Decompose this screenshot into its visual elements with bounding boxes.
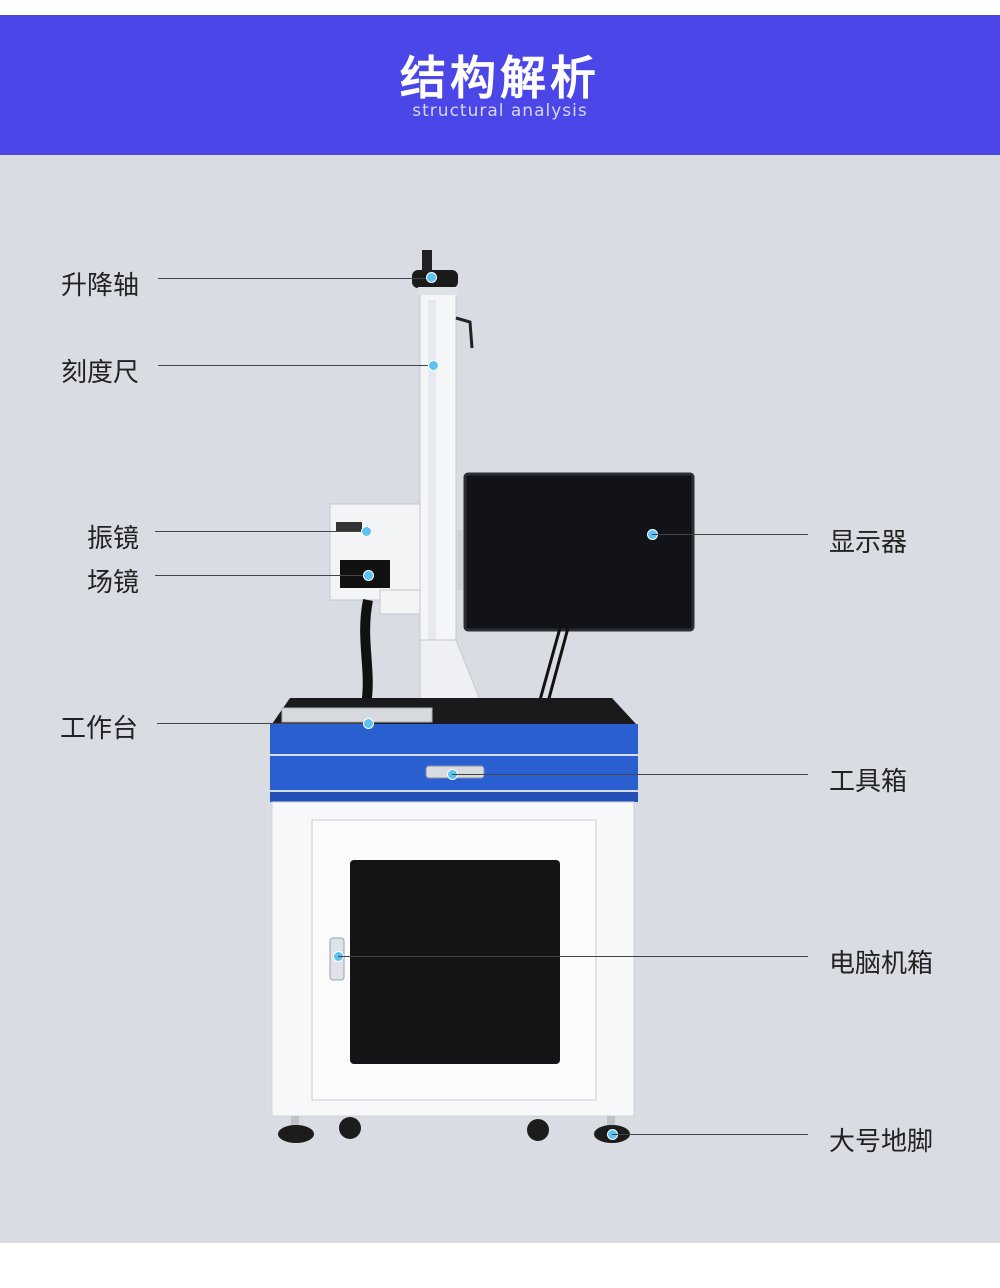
marker-dot-icon <box>363 570 374 581</box>
label-lift-shaft: 升降轴 <box>61 271 140 301</box>
galvo-arm <box>379 589 421 615</box>
column-base <box>419 639 481 701</box>
right-wheel <box>527 1119 549 1141</box>
galvo-cable <box>360 599 373 706</box>
section-title: 结构解析 <box>400 51 600 105</box>
label-worktable: 工作台 <box>60 714 139 744</box>
label-galvo: 振镜 <box>87 524 140 554</box>
leader-computer-case <box>338 956 808 957</box>
monitor <box>463 472 695 632</box>
lower-blue-band <box>270 792 638 802</box>
marker-dot-icon <box>428 360 439 371</box>
label-toolbox: 工具箱 <box>829 767 908 797</box>
marker-dot-icon <box>426 272 437 283</box>
handle <box>455 316 474 349</box>
left-foot <box>278 1125 314 1143</box>
label-large-feet: 大号地脚 <box>829 1127 934 1157</box>
leader-lift-shaft <box>158 278 428 279</box>
monitor-cable <box>538 627 562 701</box>
column-cap <box>418 287 458 295</box>
leader-field-lens <box>155 575 365 576</box>
left-wheel <box>339 1117 361 1139</box>
marker-dot-icon <box>361 526 372 537</box>
lift-knob <box>422 250 432 272</box>
leader-scale-ruler <box>158 365 432 366</box>
leader-monitor <box>652 534 808 535</box>
galvo-label <box>336 522 362 532</box>
label-field-lens: 场镜 <box>87 568 140 598</box>
right-foot-stem <box>607 1116 615 1128</box>
label-computer-case: 电脑机箱 <box>829 949 934 979</box>
leader-toolbox <box>452 774 808 775</box>
leader-large-feet <box>612 1134 808 1135</box>
label-monitor: 显示器 <box>829 528 908 558</box>
table-blue-band <box>270 724 638 754</box>
header-banner <box>0 15 1000 155</box>
label-scale-ruler: 刻度尺 <box>61 358 140 388</box>
monitor-cable-2 <box>546 627 570 703</box>
left-foot-stem <box>291 1116 299 1128</box>
cabinet-window <box>350 860 560 1064</box>
marker-dot-icon <box>363 718 374 729</box>
worktable-plate <box>281 707 433 723</box>
section-subtitle: structural analysis <box>412 101 588 121</box>
leader-worktable <box>157 723 365 724</box>
scale-ruler <box>428 300 436 700</box>
leader-galvo <box>155 531 365 532</box>
